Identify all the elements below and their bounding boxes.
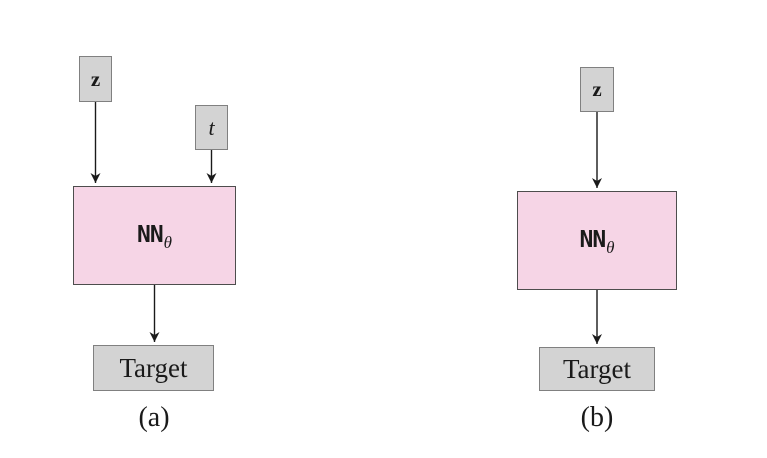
input-box-t-a: t [195,105,228,150]
input-label-z-b: z [592,77,602,101]
caption-b: (b) [580,402,614,433]
input-label-t-a: t [208,114,215,140]
target-label-b: Target [562,353,632,384]
nn-subscript-a: θ [163,233,173,252]
nn-subscript-b: θ [606,238,615,257]
caption-a: (a) [138,402,170,433]
target-box-a: Target [93,345,214,391]
input-box-z-a: z [79,56,112,102]
target-label-a: Target [119,352,188,383]
target-box-b: Target [539,347,655,391]
input-box-z-b: z [580,67,614,112]
input-label-z-a: z [90,66,101,91]
nn-main-a: NN [136,222,164,248]
nn-main-b: NN [579,227,606,253]
